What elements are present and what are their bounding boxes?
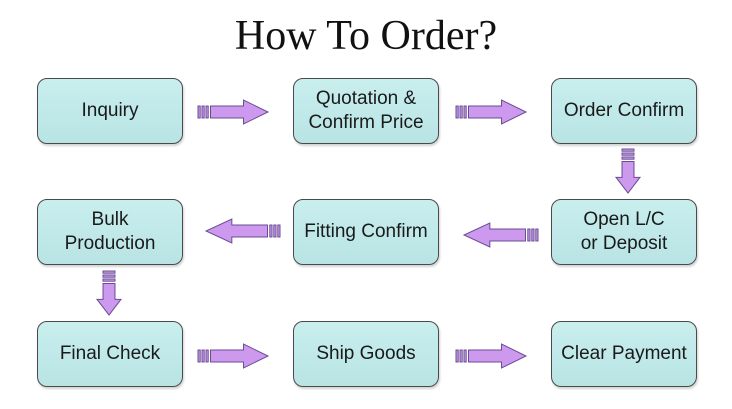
page-title: How To Order? [234, 13, 498, 59]
arrow-right-icon [455, 99, 528, 125]
step-open-lc-or-deposit: Open L/C or Deposit [551, 199, 697, 265]
step-bulk-production: Bulk Production [37, 199, 183, 265]
step-clear-payment: Clear Payment [551, 321, 697, 387]
step-quotation-confirm-price: Quotation & Confirm Price [293, 78, 439, 144]
step-inquiry: Inquiry [37, 78, 183, 144]
arrow-right-icon [197, 99, 270, 125]
arrow-down-icon [95, 270, 123, 316]
step-fitting-confirm: Fitting Confirm [293, 199, 439, 265]
step-order-confirm: Order Confirm [551, 78, 697, 144]
arrow-left-icon [462, 222, 539, 248]
arrow-down-icon [614, 148, 642, 194]
arrow-right-icon [197, 343, 270, 369]
step-ship-goods: Ship Goods [293, 321, 439, 387]
arrow-left-icon [204, 218, 281, 244]
arrow-right-icon [455, 343, 528, 369]
step-final-check: Final Check [37, 321, 183, 387]
